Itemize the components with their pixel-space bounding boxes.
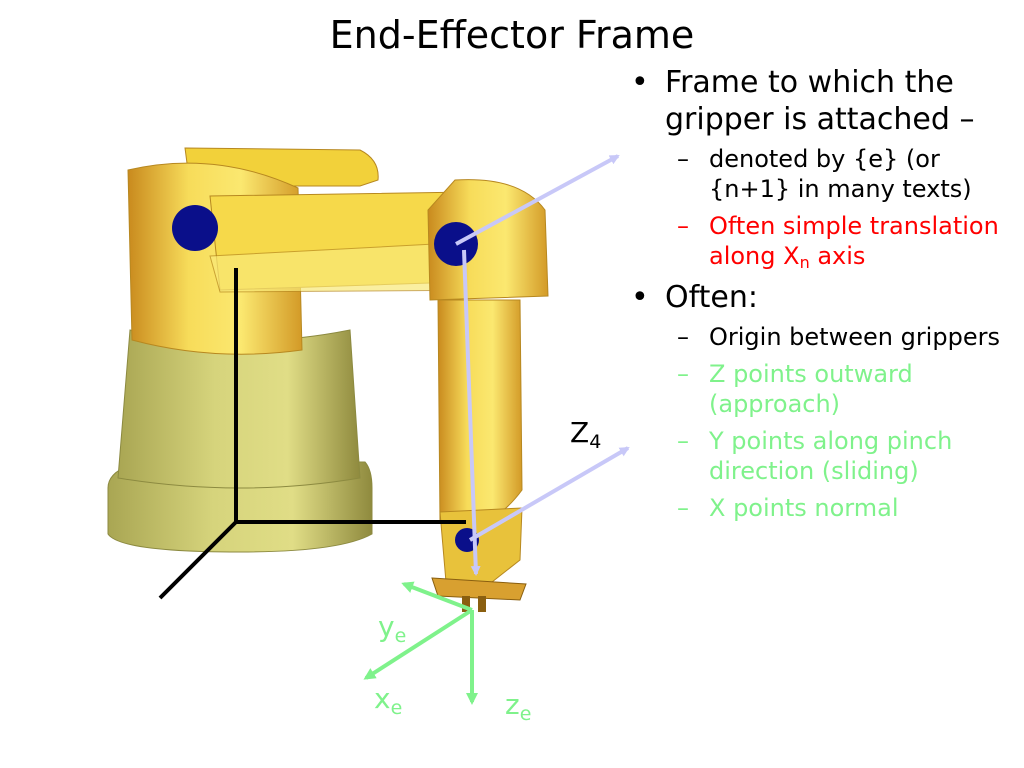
robot-gripper (431, 577, 527, 612)
ze-label: ze (505, 688, 532, 725)
sub-bullet-item: – X points normal (625, 493, 1015, 523)
dash-glyph: – (677, 427, 689, 455)
joint-dot-base (172, 205, 218, 251)
robot-base (107, 329, 373, 553)
sub-bullet-text: Y points along pinch direction (sliding) (709, 427, 953, 485)
sub-bullet-text: denoted by {e} (or {n+1} in many texts) (709, 145, 972, 203)
sub-bullet-item: – Often simple translation along Xn axis (625, 211, 1015, 271)
sub-bullet-item: – denoted by {e} (or {n+1} in many texts… (625, 144, 1015, 204)
sub-bullet-text: Z points outward (approach) (709, 360, 913, 418)
bullet-item: • Often: (625, 279, 1015, 316)
sub-bullet-item: – Z points outward (approach) (625, 359, 1015, 419)
bullet-glyph: • (631, 65, 649, 100)
sub-bullet-text: X points normal (709, 494, 899, 522)
bullet-text: Often: (665, 280, 758, 315)
sub-bullet-text: Often simple translation along X (709, 212, 999, 270)
bullet-item: • Frame to which the gripper is attached… (625, 64, 1015, 138)
link-axes (455, 154, 630, 576)
robot-forearm (437, 299, 523, 583)
z4-label: Z4 (570, 416, 602, 453)
sub-bullet-item: – Origin between grippers (625, 322, 1015, 352)
xe-label: xe (374, 682, 403, 719)
dash-glyph: – (677, 212, 689, 240)
bullet-list: • Frame to which the gripper is attached… (625, 64, 1015, 530)
sub-bullet-text: Origin between grippers (709, 323, 1000, 351)
robot-upper-arm (209, 179, 549, 301)
base-frame-axes (158, 268, 466, 600)
bullet-glyph: • (631, 280, 649, 315)
slide-title: End-Effector Frame (329, 13, 695, 57)
ye-label: ye (378, 610, 407, 647)
dash-glyph: – (677, 360, 689, 388)
sub-bullet-tail: axis (809, 242, 866, 270)
dash-glyph: – (677, 145, 689, 173)
bullet-text: Frame to which the gripper is attached – (665, 65, 975, 137)
robot-arm-illustration (107, 147, 630, 705)
dash-glyph: – (677, 494, 689, 522)
sub-bullet-item: – Y points along pinch direction (slidin… (625, 426, 1015, 486)
end-effector-frame-axes (363, 581, 478, 705)
sub-bullet-subscript: n (799, 253, 810, 272)
dash-glyph: – (677, 323, 689, 351)
